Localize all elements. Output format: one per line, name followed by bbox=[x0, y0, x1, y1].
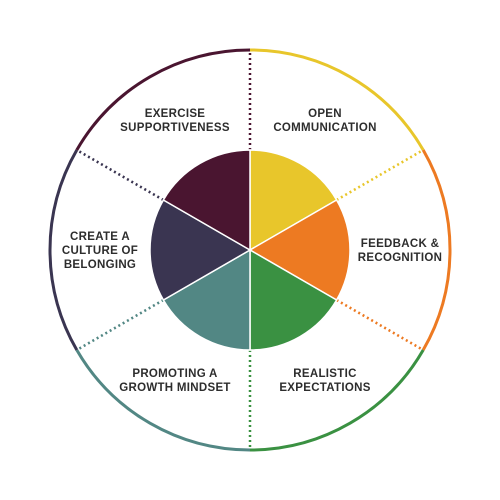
segment-label-line: COMMUNICATION bbox=[273, 122, 376, 134]
ring-arc-0 bbox=[249, 48, 425, 151]
segment-label-5: EXERCISE SUPPORTIVENESS bbox=[120, 108, 230, 134]
divider-line-5 bbox=[76, 148, 165, 202]
pie-wedge-1 bbox=[248, 198, 351, 302]
pie-wedge-4 bbox=[149, 198, 252, 302]
segment-label-line: EXPECTATIONS bbox=[279, 382, 370, 394]
segment-label-line: EXERCISE bbox=[145, 108, 206, 120]
segment-label-0: OPEN COMMUNICATION bbox=[273, 108, 376, 134]
segment-label-line: OPEN bbox=[308, 108, 342, 120]
ring-arc-3 bbox=[75, 349, 251, 452]
pie-wedge-0 bbox=[249, 149, 338, 252]
dividers bbox=[76, 50, 424, 450]
segment-label-line: CULTURE OF bbox=[62, 245, 138, 257]
segment-label-line: BELONGING bbox=[64, 259, 136, 271]
pie-wedge-2 bbox=[249, 248, 338, 351]
segment-label-line: RECOGNITION bbox=[358, 252, 442, 264]
segment-label-line: FEEDBACK & bbox=[361, 238, 439, 250]
inner-pie bbox=[149, 149, 351, 351]
segment-label-1: FEEDBACK & RECOGNITION bbox=[358, 238, 442, 264]
ring-arc-2 bbox=[249, 349, 425, 452]
ring-arc-4 bbox=[48, 149, 79, 351]
pie-wedge-5 bbox=[162, 149, 251, 252]
outer-ring bbox=[48, 48, 452, 452]
divider-line-1 bbox=[335, 148, 424, 202]
pie-wedge-3 bbox=[162, 248, 251, 351]
segment-label-2: REALISTIC EXPECTATIONS bbox=[279, 368, 370, 394]
divider-line-2 bbox=[335, 298, 424, 352]
segment-label-line: REALISTIC bbox=[293, 368, 356, 380]
segment-labels: OPEN COMMUNICATION FEEDBACK & RECOGNITION RE… bbox=[62, 108, 442, 394]
ring-arc-5 bbox=[75, 48, 251, 151]
segment-label-line: GROWTH MINDSET bbox=[119, 382, 231, 394]
divider-line-4 bbox=[76, 298, 165, 352]
segment-label-line: SUPPORTIVENESS bbox=[120, 122, 230, 134]
ring-arc-1 bbox=[421, 149, 452, 351]
segment-label-line: CREATE A bbox=[70, 231, 130, 243]
segment-label-line: PROMOTING A bbox=[132, 368, 217, 380]
segment-label-4: CREATE A CULTURE OF BELONGING bbox=[62, 231, 138, 271]
segment-label-3: PROMOTING A GROWTH MINDSET bbox=[119, 368, 231, 394]
